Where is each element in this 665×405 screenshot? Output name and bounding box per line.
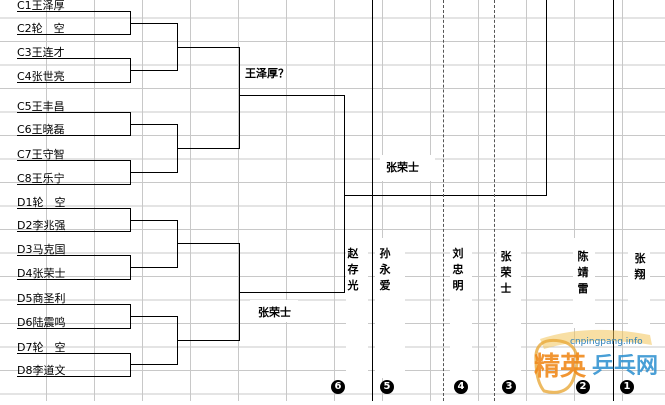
placing-name-3: 张荣士 (500, 250, 512, 295)
placing-name-6: 赵存光 (347, 247, 359, 292)
bracket-line (17, 304, 130, 305)
label-backdrop (380, 155, 435, 181)
rank-marker-4: 4 (454, 380, 468, 394)
placing-name-4: 刘忠明 (452, 247, 464, 292)
logo-char-jing: 精 (534, 352, 560, 382)
logo-char-wang: 网 (636, 354, 658, 379)
bracket-line (17, 208, 130, 209)
bracket-line (130, 124, 177, 125)
placing-box (573, 238, 595, 328)
entry-d2: D2李兆强 (17, 219, 66, 232)
logo-char-pang: 乓 (614, 354, 636, 379)
bracket-line (239, 47, 240, 149)
entry-c1: C1王泽厚 (17, 0, 65, 12)
bracket-line (130, 316, 177, 317)
bracket-line (344, 195, 546, 196)
bracket-line (17, 160, 130, 161)
bracket-line (17, 279, 130, 280)
placing-box (628, 238, 650, 328)
bracket-line (177, 220, 178, 268)
placing-box (497, 238, 521, 378)
rank-marker-2: 2 (576, 380, 590, 394)
placing-name-2: 陈靖雷 (577, 250, 589, 295)
bracket-line (130, 23, 177, 24)
bracket-line (17, 376, 130, 377)
bracket-line (130, 172, 177, 173)
entry-c7: C7王守智 (17, 148, 65, 161)
logo-char-ying: 英 (560, 352, 587, 382)
bracket-line (372, 0, 373, 401)
final-winner: 张荣士 (386, 161, 419, 174)
placing-box (346, 238, 368, 378)
bracket-line (239, 95, 344, 96)
watermark-url: cnpingpang.info (570, 337, 643, 347)
bracket-line (17, 34, 130, 35)
bracket-line (17, 112, 130, 113)
semifinal-bottom-winner: 张荣士 (258, 306, 291, 319)
bracket-line (177, 340, 239, 341)
entry-d4: D4张荣士 (17, 267, 66, 280)
bracket-line (130, 70, 177, 71)
bracket-line (239, 292, 344, 293)
entry-c3: C3王连才 (17, 46, 65, 59)
rank-marker-5: 5 (380, 380, 394, 394)
bracket-line (177, 47, 239, 48)
site-watermark-logo: 精 英 乒 乓 网 cnpingpang.info (530, 325, 665, 401)
entry-d6: D6陆震鸣 (17, 316, 66, 329)
placing-box (375, 238, 405, 378)
bracket-line (130, 364, 177, 365)
bracket-line (130, 353, 131, 377)
bracket-line (17, 58, 130, 59)
logo-char-ping: 乒 (592, 354, 614, 379)
dashed-divider (443, 0, 444, 401)
placing-box (450, 238, 472, 378)
rank-marker-6: 6 (331, 380, 345, 394)
bracket-line (130, 220, 177, 221)
entry-c6: C6王晓磊 (17, 123, 65, 136)
rank-marker-1: 1 (620, 380, 634, 394)
placing-name-5: 孙永爱 (379, 247, 391, 292)
bracket-line (17, 184, 130, 185)
bracket-line (17, 82, 130, 83)
dashed-divider (494, 0, 495, 401)
bracket-line (130, 267, 177, 268)
bracket-line (17, 255, 130, 256)
bracket-line (177, 243, 239, 244)
bracket-line (546, 0, 547, 196)
bracket-line (17, 353, 130, 354)
label-backdrop (250, 300, 298, 322)
entry-c8: C8王乐宁 (17, 172, 65, 185)
entry-c2: C2轮 空 (17, 22, 65, 35)
semifinal-top-winner: 王泽厚？ (245, 67, 289, 80)
rank-marker-3: 3 (502, 380, 516, 394)
entry-d1: D1轮 空 (17, 196, 66, 209)
ping-pong-logo-icon: 精 英 乒 乓 网 (534, 329, 658, 394)
entry-d8: D8李道文 (17, 364, 66, 377)
bracket-line (344, 95, 345, 293)
entry-d7: D7轮 空 (17, 341, 66, 354)
bracket-line (17, 328, 130, 329)
entry-d5: D5商圣利 (17, 292, 66, 305)
bracket-line (613, 0, 614, 401)
bracket-line (17, 135, 130, 136)
bracket-line (17, 11, 130, 12)
bracket-line (17, 231, 130, 232)
entry-d3: D3马克国 (17, 243, 66, 256)
entry-c5: C5王丰昌 (17, 100, 65, 113)
entry-c4: C4张世亮 (17, 70, 65, 83)
placing-name-1: 张翔 (634, 252, 646, 281)
bracket-line (177, 148, 239, 149)
